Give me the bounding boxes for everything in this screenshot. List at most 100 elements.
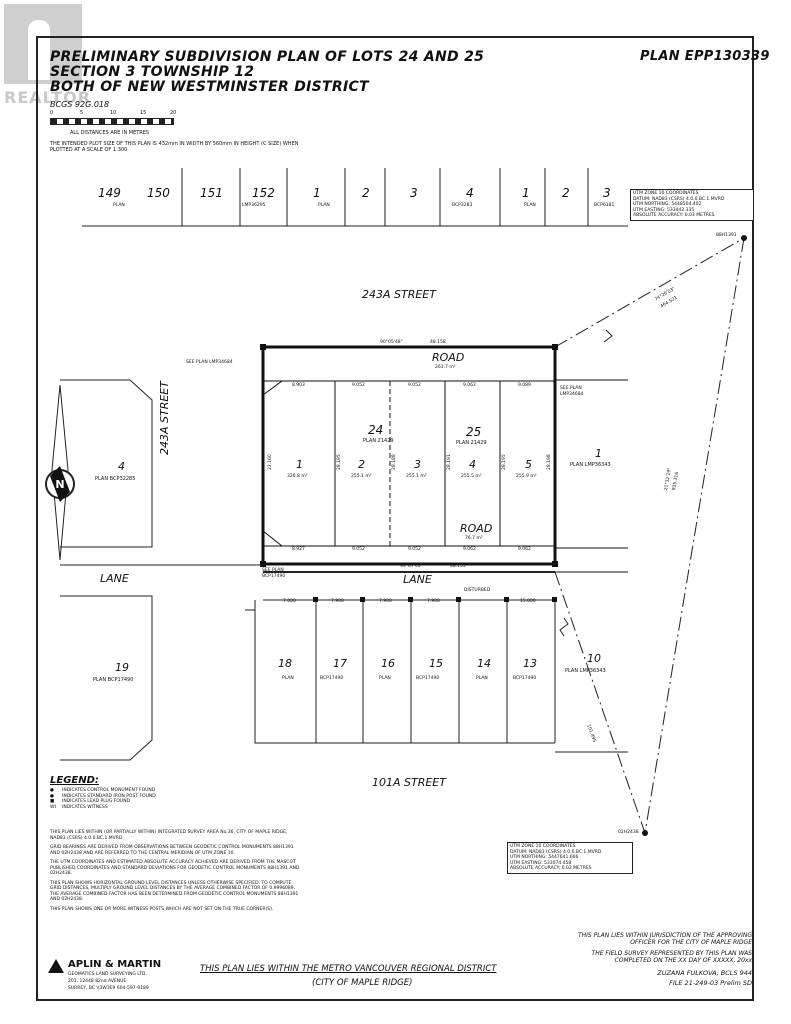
street-label-left: 243A STREET: [158, 381, 171, 455]
top-lot-number: 2: [362, 186, 370, 200]
legend: LEGEND: ●INDICATES CONTROL MONUMENT FOUN…: [50, 775, 290, 810]
south-lot-width: 7.000: [283, 599, 296, 604]
monument-02h2438: [642, 830, 648, 836]
top-lot-number: 152: [252, 186, 275, 200]
south-lot-number: 14: [477, 657, 491, 670]
south-lot-number: 18: [278, 657, 292, 670]
plan-number: PLAN EPP130339: [640, 49, 770, 64]
south-lot-number: 13: [523, 657, 537, 670]
scale-bar: 0 5 10 15 20: [50, 110, 180, 130]
legend-item: ●INDICATES CONTROL MONUMENT FOUND: [50, 788, 156, 793]
left-lot-plan: PLAN BCP32285: [95, 476, 136, 482]
subject-lot-number: 2: [358, 458, 365, 471]
top-lot-number: 1: [313, 186, 321, 200]
subject-lot-number: 3: [414, 458, 421, 471]
left-lot-bottom-plan: PLAN BCP17490: [93, 677, 134, 683]
old-lot-25-plan: PLAN 21429: [456, 440, 487, 446]
utm-bottom-line: ABSOLUTE ACCURACY: 0.02 METRES: [510, 866, 592, 871]
survey-note: THIS PLAN LIES WITHIN (OR PARTIALLY WITH…: [50, 830, 288, 841]
south-lot-plan: BCP17490: [513, 676, 537, 681]
utm-top-line: UTM EASTING: 533442.335: [633, 207, 695, 213]
monument-label-top: 88H1391: [716, 233, 737, 238]
old-lot-25: 25: [466, 425, 482, 439]
bottom-bearing: 90°07'05": [400, 564, 423, 569]
lot-10-plan: PLAN LMP36343: [565, 668, 606, 674]
survey-notes: THIS PLAN LIES WITHIN (OR PARTIALLY WITH…: [50, 830, 300, 912]
realtor-logo: REALTOR: [0, 0, 90, 110]
south-lot-width: 7.900: [331, 599, 344, 604]
lot-10-number: 10: [587, 652, 601, 665]
survey-note: GRID BEARINGS ARE DERIVED FROM OBSERVATI…: [50, 845, 294, 856]
svg-text:N: N: [55, 478, 64, 491]
lot-depth: 28.188: [392, 454, 397, 470]
old-lot-24-plan: PLAN 21429: [363, 438, 394, 444]
title-line-1: PRELIMINARY SUBDIVISION PLAN OF LOTS 24 …: [50, 49, 485, 65]
company-address-2: SURREY, BC V3W3E9 604-597-9189: [68, 986, 149, 991]
title-line-2: SECTION 3 TOWNSHIP 12: [50, 64, 255, 80]
file-number: FILE 21-249-03 Prelim SD: [669, 979, 752, 987]
street-label-top: 243A STREET: [362, 288, 436, 301]
city-note: (CITY OF MAPLE RIDGE): [312, 978, 413, 988]
lane-label-main: LANE: [403, 573, 432, 586]
lane-label-left: LANE: [100, 572, 129, 585]
aplin-martin-logo-icon: [48, 959, 64, 973]
frontage-bottom: 8.927: [292, 547, 305, 552]
top-lot-number: 2: [562, 186, 570, 200]
legend-item: ●INDICATES STANDARD IRON POST FOUND: [50, 793, 156, 799]
road-label-top: ROAD: [432, 351, 465, 364]
utm-top-line: UTM ZONE 10 COORDINATES: [633, 191, 699, 196]
south-lot-plan: PLAN: [282, 676, 294, 681]
top-lot-plan: BCP3283: [452, 203, 473, 208]
frontage-top: 9.052: [352, 383, 365, 388]
frontage-bottom: 9.062: [463, 547, 476, 552]
surveyor-name: ZUZANA FULKOVA, BCLS 944: [657, 969, 752, 977]
old-lot-24: 24: [368, 423, 384, 437]
bcgs-label: BCGS 92G.018: [50, 100, 110, 109]
regional-district-note: THIS PLAN LIES WITHIN THE METRO VANCOUVE…: [200, 964, 497, 974]
frontage-top: 9.089: [518, 383, 531, 388]
lot-depth: 28.185: [337, 454, 342, 470]
scale-tick-10: 10: [110, 110, 117, 116]
control-monument-icon: ●: [50, 788, 54, 793]
monument-label-bottom: 02H2438: [618, 830, 639, 835]
south-lot-plan: BCP17490: [416, 676, 440, 681]
south-lot-number: 15: [429, 657, 443, 670]
road-area-bottom: 76.7 m²: [465, 536, 483, 541]
break-symbol-icon: [559, 329, 613, 637]
south-lot-number: 16: [381, 657, 395, 670]
frontage-bottom: 9.052: [352, 547, 365, 552]
see-plan-right: SEE PLAN LMP34684: [560, 386, 584, 397]
top-lot-plan: BCP6181: [594, 203, 615, 208]
top-lot-number: 3: [410, 186, 418, 200]
frontage-top: 8.903: [292, 383, 305, 388]
south-lot-width: 7.900: [379, 599, 392, 604]
frontage-top: 9.062: [463, 383, 476, 388]
lead-plug-markers: [260, 344, 558, 602]
top-distance: 48.158: [430, 340, 446, 345]
utm-bottom-line: UTM EASTING: 533074.458: [510, 860, 572, 866]
plan-title: PRELIMINARY SUBDIVISION PLAN OF LOTS 24 …: [50, 50, 484, 95]
witness-icon: Wt: [50, 804, 57, 810]
utm-coordinates-top: UTM ZONE 10 COORDINATES DATUM: NAD83 (CS…: [630, 189, 754, 221]
south-lot-plan: PLAN: [379, 676, 391, 681]
top-lot-number: 149: [98, 186, 121, 200]
subject-lot-area: 326.8 m²: [287, 474, 308, 479]
survey-note: THIS PLAN SHOWS HORIZONTAL GROUND LEVEL …: [50, 880, 299, 903]
top-lot-number: 151: [200, 186, 223, 200]
lot-depth: 28.198: [547, 454, 552, 470]
left-lot-bottom-number: 19: [115, 661, 129, 674]
south-lot-plan: BCP17490: [320, 676, 344, 681]
road-label-bottom: ROAD: [460, 522, 493, 535]
plan-sheet: [36, 36, 754, 1001]
jurisdiction-note: THIS PLAN LIES WITHIN JURISDICTION OF TH…: [577, 932, 752, 946]
scale-tick-5: 5: [80, 110, 84, 116]
parcel-boundary: [261, 345, 628, 573]
top-lot-plan: PLAN: [318, 203, 330, 208]
tie-lines: [554, 237, 745, 834]
utm-bottom-line: UTM ZONE 10 COORDINATES: [510, 844, 576, 849]
survey-note: THE UTM COORDINATES AND ESTIMATED ABSOLU…: [50, 860, 300, 876]
bottom-distance: 48.155: [450, 564, 466, 569]
utm-bottom-line: UTM NORTHING: 5447641.606: [510, 855, 579, 860]
legend-title: LEGEND:: [50, 775, 99, 786]
